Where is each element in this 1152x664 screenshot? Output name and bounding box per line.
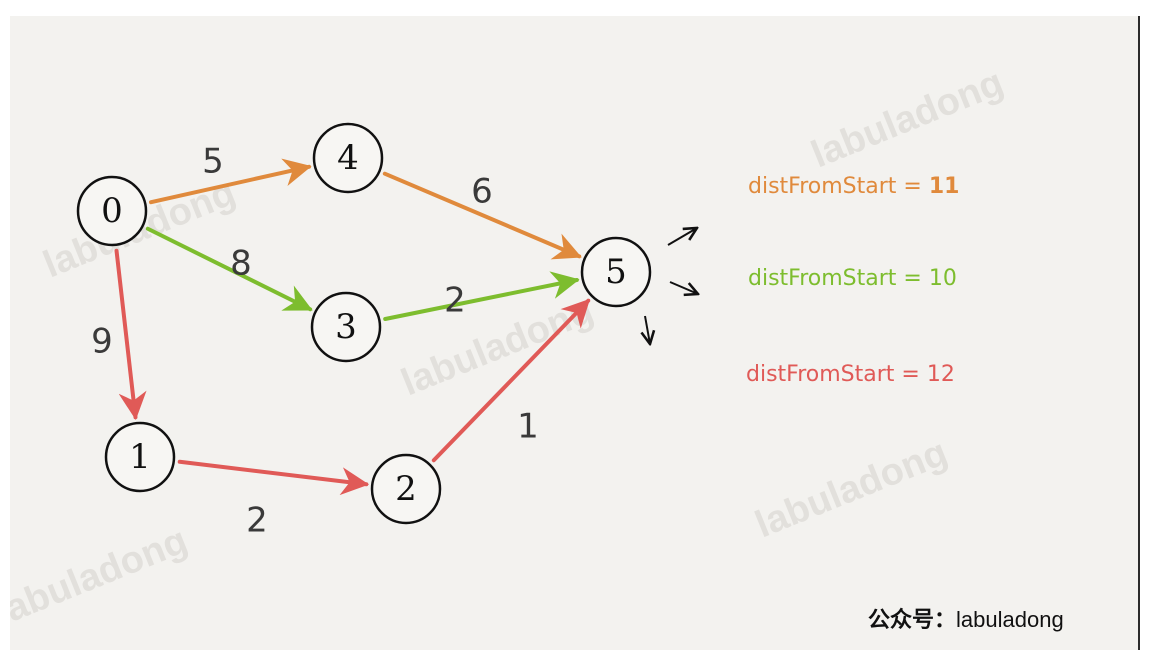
dist-value: 12: [926, 362, 955, 387]
graph-diagram: labuladong labuladong labuladong labulad…: [10, 61, 1009, 634]
dist-value: 11: [928, 174, 960, 199]
outgoing-arrow: [645, 315, 650, 344]
watermark-text: labuladong: [806, 61, 1010, 176]
dist-label-red: distFromStart = 12: [746, 362, 955, 387]
edge-weight-4-5: 6: [471, 172, 493, 212]
node-label: 0: [101, 191, 123, 231]
node-label: 5: [605, 252, 627, 292]
node-circle: [310, 291, 382, 363]
dist-label-orange: distFromStart = 11: [748, 174, 959, 199]
node-0: 0: [76, 175, 148, 247]
edge-0-4: [149, 158, 312, 205]
node-label: 3: [335, 307, 357, 347]
edge-4-5: [382, 171, 582, 260]
edge-weight-3-5: 2: [444, 281, 466, 321]
watermark-text: labuladong: [750, 431, 954, 546]
nodes-layer: 0 4 3 1 2 5: [76, 122, 652, 525]
node-2: 2: [370, 453, 442, 525]
dist-text: distFromStart =: [746, 362, 927, 387]
watermark-text: labuladong: [396, 289, 600, 404]
node-5: 5: [580, 236, 652, 308]
node-circle: [104, 421, 176, 493]
edge-3-5: [383, 271, 580, 322]
footer-prefix: 公众号：: [868, 607, 957, 633]
edge-weight-2-5: 1: [517, 407, 539, 447]
edge-weight-0-3: 8: [230, 244, 252, 284]
node-3: 3: [310, 291, 382, 363]
node-circle: [312, 122, 384, 194]
dist-text: distFromStart =: [748, 174, 929, 199]
weights-layer: 5 6 8 2 9 2 1: [91, 142, 539, 541]
edge-weight-1-2: 2: [246, 501, 268, 541]
node-1: 1: [104, 421, 176, 493]
node-circle: [76, 175, 148, 247]
edge-1-2: [177, 459, 370, 496]
node-label: 4: [337, 138, 359, 178]
node-4: 4: [312, 122, 384, 194]
node-label: 2: [395, 469, 417, 509]
edge-weight-0-4: 5: [202, 142, 224, 182]
edges-layer: [114, 158, 591, 496]
dist-label-green: distFromStart = 10: [748, 266, 957, 291]
footer-name: labuladong: [956, 607, 1064, 632]
edge-2-5: [431, 298, 591, 463]
watermark-layer: labuladong labuladong labuladong labulad…: [10, 61, 1009, 634]
outgoing-arrows: [645, 228, 698, 344]
footer-credit: 公众号：labuladong: [868, 602, 1064, 634]
edge-0-3: [145, 226, 313, 312]
diagram-canvas: labuladong labuladong labuladong labulad…: [10, 16, 1140, 650]
edge-weight-0-1: 9: [91, 322, 113, 362]
node-circle: [580, 236, 652, 308]
watermark-text: labuladong: [10, 519, 193, 634]
node-circle: [370, 453, 442, 525]
node-label: 1: [129, 437, 151, 477]
outgoing-arrow: [667, 228, 697, 246]
edge-0-1: [114, 248, 147, 421]
dist-text: distFromStart =: [748, 266, 929, 291]
dist-value: 10: [928, 266, 957, 291]
outgoing-arrow: [669, 281, 698, 294]
